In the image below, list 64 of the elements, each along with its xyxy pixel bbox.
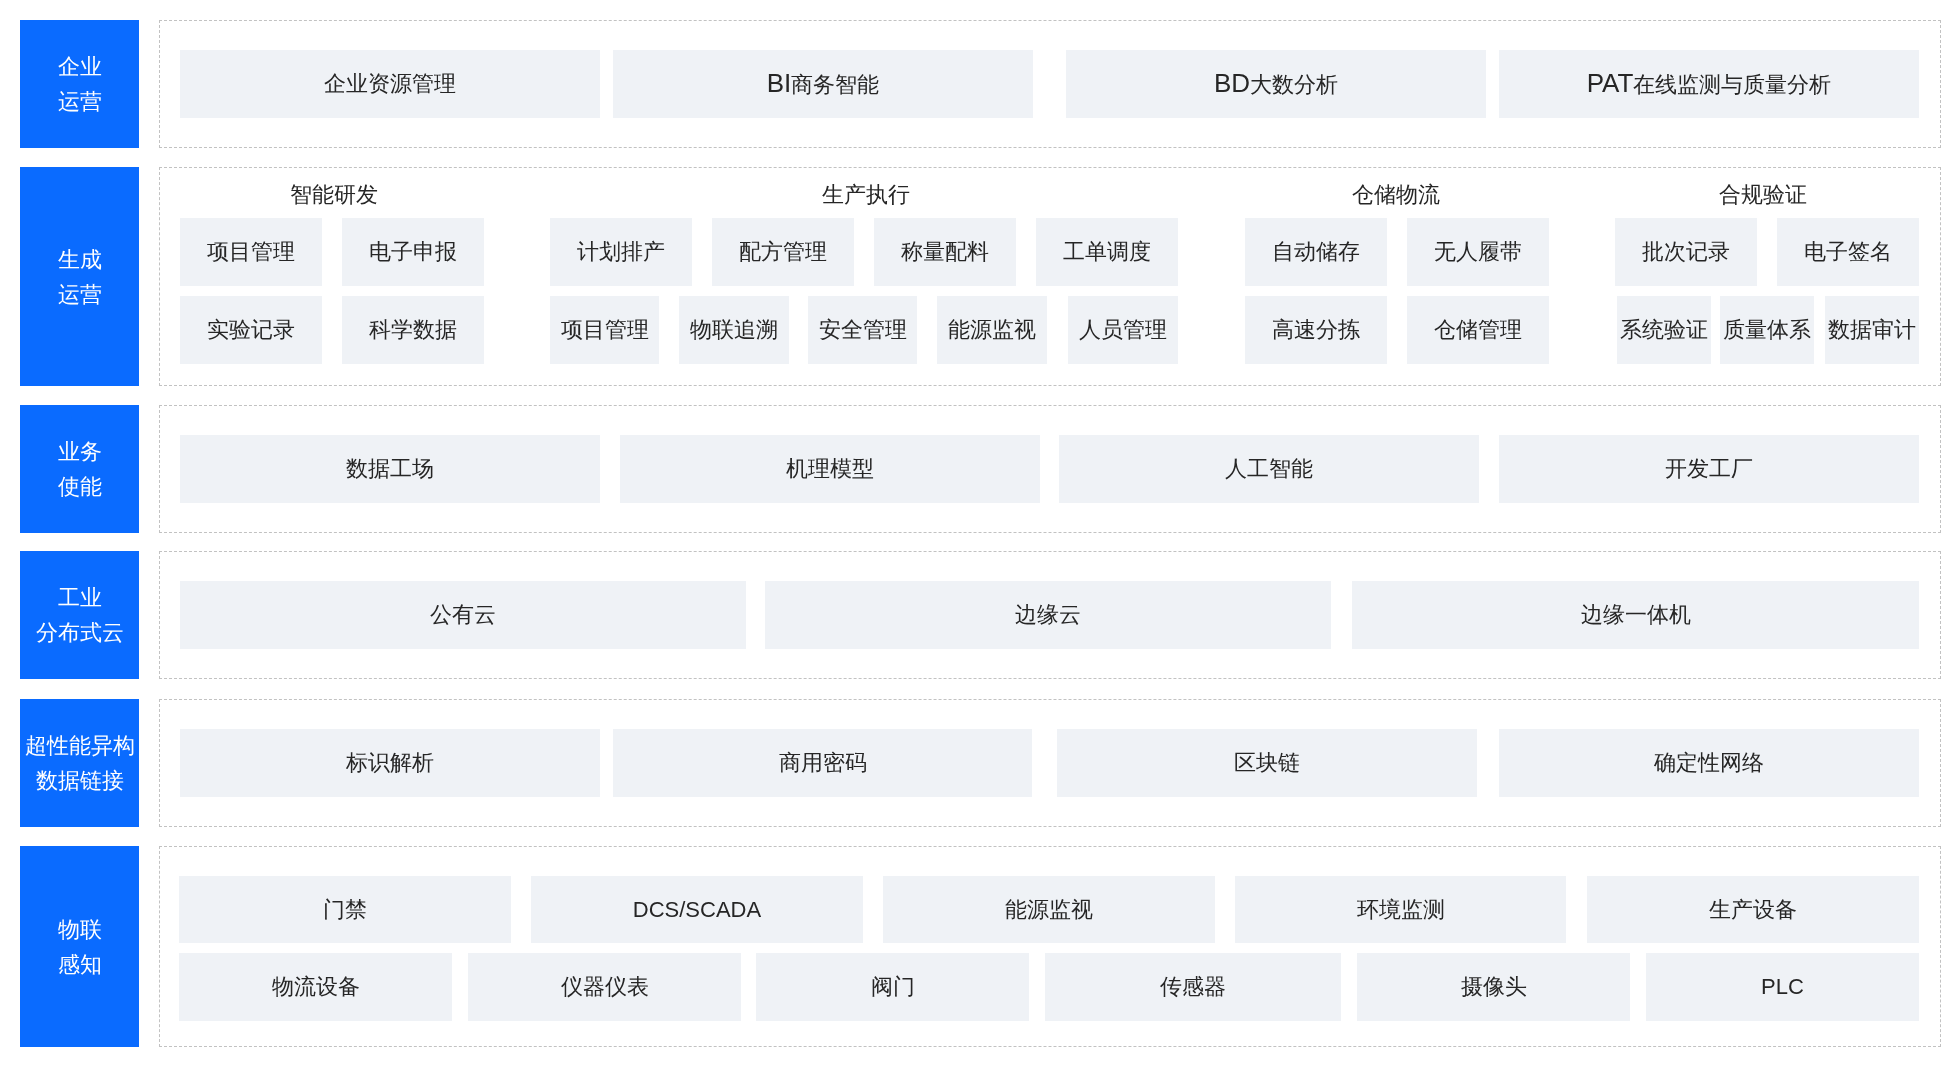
module-tile: 环境监测 bbox=[1235, 876, 1566, 943]
module-tile: 无人履带 bbox=[1407, 218, 1549, 286]
layer-label: 企业运营 bbox=[20, 20, 139, 148]
module-tile: 配方管理 bbox=[712, 218, 854, 286]
module-tile: 高速分拣 bbox=[1245, 296, 1387, 364]
layer-label: 超性能异构数据链接 bbox=[20, 699, 139, 827]
module-tile: 边缘一体机 bbox=[1352, 581, 1919, 649]
module-tile: PAT在线监测与质量分析 bbox=[1499, 50, 1919, 118]
layer-label: 业务使能 bbox=[20, 405, 139, 533]
dashed-panel bbox=[159, 405, 1941, 533]
module-tile: 边缘云 bbox=[765, 581, 1331, 649]
dashed-panel bbox=[159, 699, 1941, 827]
module-tile: 计划排产 bbox=[550, 218, 692, 286]
module-tile: 批次记录 bbox=[1615, 218, 1757, 286]
module-tile: 能源监视 bbox=[883, 876, 1215, 943]
dashed-panel bbox=[159, 20, 1941, 148]
module-tile: 电子申报 bbox=[342, 218, 484, 286]
module-tile: 科学数据 bbox=[342, 296, 484, 364]
module-tile: 摄像头 bbox=[1357, 953, 1630, 1021]
group-heading: 生产执行 bbox=[822, 181, 910, 209]
module-tile: 公有云 bbox=[180, 581, 746, 649]
module-tile: 确定性网络 bbox=[1499, 729, 1919, 797]
module-tile: 仪器仪表 bbox=[468, 953, 741, 1021]
module-tile: BI商务智能 bbox=[613, 50, 1033, 118]
module-tile: 人员管理 bbox=[1068, 296, 1178, 364]
module-tile: 传感器 bbox=[1045, 953, 1341, 1021]
module-tile: 安全管理 bbox=[808, 296, 917, 364]
dashed-panel bbox=[159, 846, 1941, 1047]
module-tile: BD大数分析 bbox=[1066, 50, 1486, 118]
module-tile: 区块链 bbox=[1057, 729, 1477, 797]
module-tile: 开发工厂 bbox=[1499, 435, 1919, 503]
module-tile: 电子签名 bbox=[1777, 218, 1919, 286]
module-tile: 标识解析 bbox=[180, 729, 600, 797]
module-tile: 质量体系 bbox=[1720, 296, 1814, 364]
module-tile: 人工智能 bbox=[1059, 435, 1479, 503]
module-tile: 物流设备 bbox=[179, 953, 452, 1021]
module-tile: 能源监视 bbox=[937, 296, 1047, 364]
module-tile: 企业资源管理 bbox=[180, 50, 600, 118]
module-tile: 商用密码 bbox=[613, 729, 1032, 797]
layer-label: 生成运营 bbox=[20, 167, 139, 386]
module-tile: 项目管理 bbox=[550, 296, 659, 364]
module-tile: 数据工场 bbox=[180, 435, 600, 503]
module-tile: 物联追溯 bbox=[679, 296, 789, 364]
module-tile: 自动储存 bbox=[1245, 218, 1387, 286]
module-tile: 门禁 bbox=[179, 876, 511, 943]
module-tile: 阀门 bbox=[756, 953, 1029, 1021]
layer-label: 工业分布式云 bbox=[20, 551, 139, 679]
layer-label: 物联感知 bbox=[20, 846, 139, 1047]
group-heading: 合规验证 bbox=[1719, 181, 1807, 209]
group-heading: 仓储物流 bbox=[1352, 181, 1440, 209]
module-tile: 称量配料 bbox=[874, 218, 1016, 286]
module-tile: 实验记录 bbox=[180, 296, 322, 364]
module-tile: 系统验证 bbox=[1617, 296, 1711, 364]
dashed-panel bbox=[159, 167, 1941, 386]
group-heading: 智能研发 bbox=[290, 181, 378, 209]
module-tile: 机理模型 bbox=[620, 435, 1040, 503]
module-tile: 项目管理 bbox=[180, 218, 322, 286]
module-tile: 生产设备 bbox=[1587, 876, 1919, 943]
module-tile: 工单调度 bbox=[1036, 218, 1178, 286]
module-tile: 数据审计 bbox=[1825, 296, 1919, 364]
module-tile: 仓储管理 bbox=[1407, 296, 1549, 364]
module-tile: PLC bbox=[1646, 953, 1919, 1021]
module-tile: DCS/SCADA bbox=[531, 876, 863, 943]
dashed-panel bbox=[159, 551, 1941, 679]
